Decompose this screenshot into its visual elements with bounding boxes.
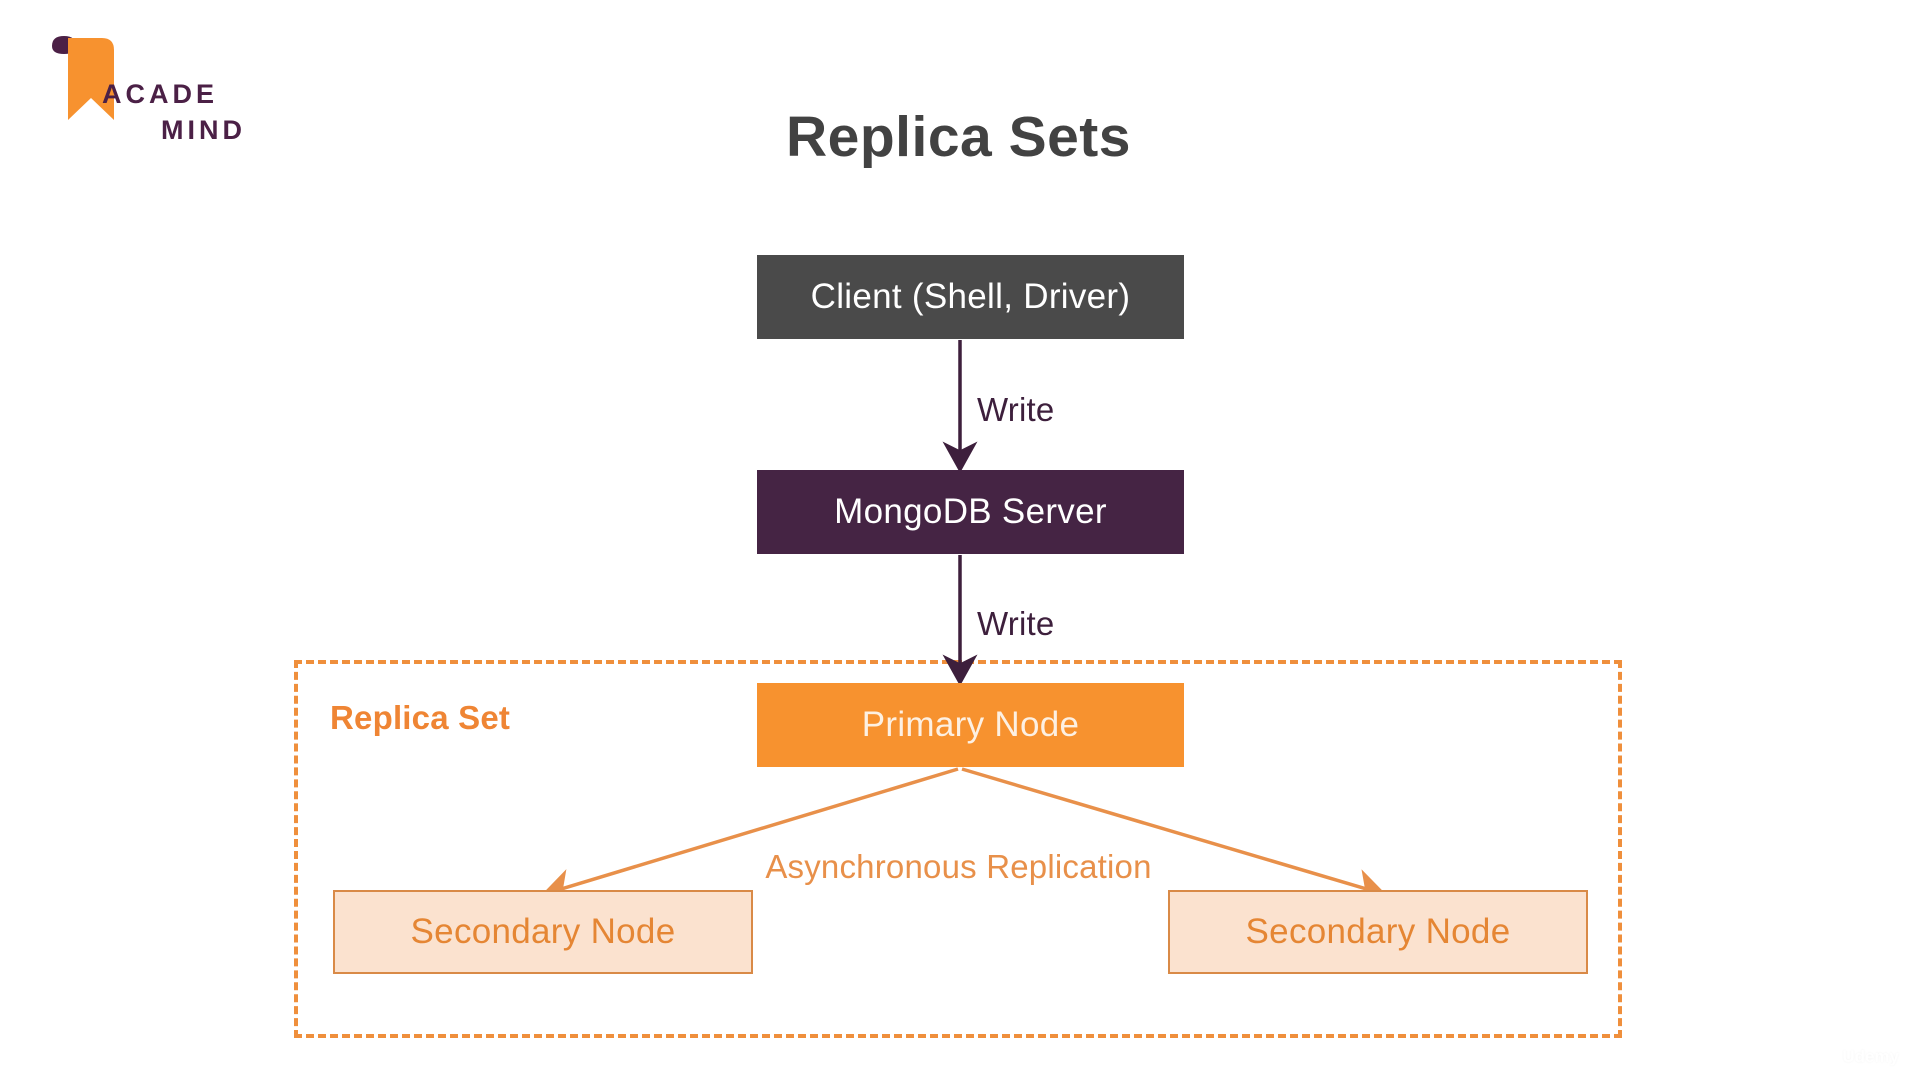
brand-wordmark-line2: MIND bbox=[161, 115, 246, 145]
node-client[interactable]: Client (Shell, Driver) bbox=[757, 255, 1184, 339]
node-primary-label: Primary Node bbox=[861, 705, 1080, 744]
node-primary[interactable]: Primary Node bbox=[757, 683, 1184, 767]
node-secondary-right-label: Secondary Node bbox=[1245, 912, 1511, 951]
node-secondary-left[interactable]: Secondary Node bbox=[333, 890, 753, 974]
edge-label-write-client-server: Write bbox=[977, 391, 1055, 428]
academind-bookmark-logo-icon bbox=[52, 36, 114, 120]
brand-wordmark: ACADE MIND bbox=[100, 76, 260, 148]
page-title: Replica Sets bbox=[786, 105, 1131, 169]
udemy-watermark-label: Udemy bbox=[1842, 1047, 1899, 1066]
node-secondary-left-label: Secondary Node bbox=[410, 912, 676, 951]
edge-label-asynchronous-replication: Asynchronous Replication bbox=[765, 848, 1152, 885]
brand-wordmark-line1: ACADE bbox=[102, 79, 219, 109]
edge-label-write-server-primary: Write bbox=[977, 605, 1055, 642]
brand-logo: ACADE MIND bbox=[42, 28, 257, 150]
replica-set-group-label: Replica Set bbox=[330, 699, 511, 736]
node-mongodb-server-label: MongoDB Server bbox=[834, 492, 1107, 531]
node-secondary-right[interactable]: Secondary Node bbox=[1168, 890, 1588, 974]
udemy-watermark: Udemy bbox=[1810, 1047, 1899, 1067]
node-mongodb-server[interactable]: MongoDB Server bbox=[757, 470, 1184, 554]
udemy-logo-icon bbox=[1812, 1049, 1835, 1067]
node-client-label: Client (Shell, Driver) bbox=[810, 277, 1131, 316]
